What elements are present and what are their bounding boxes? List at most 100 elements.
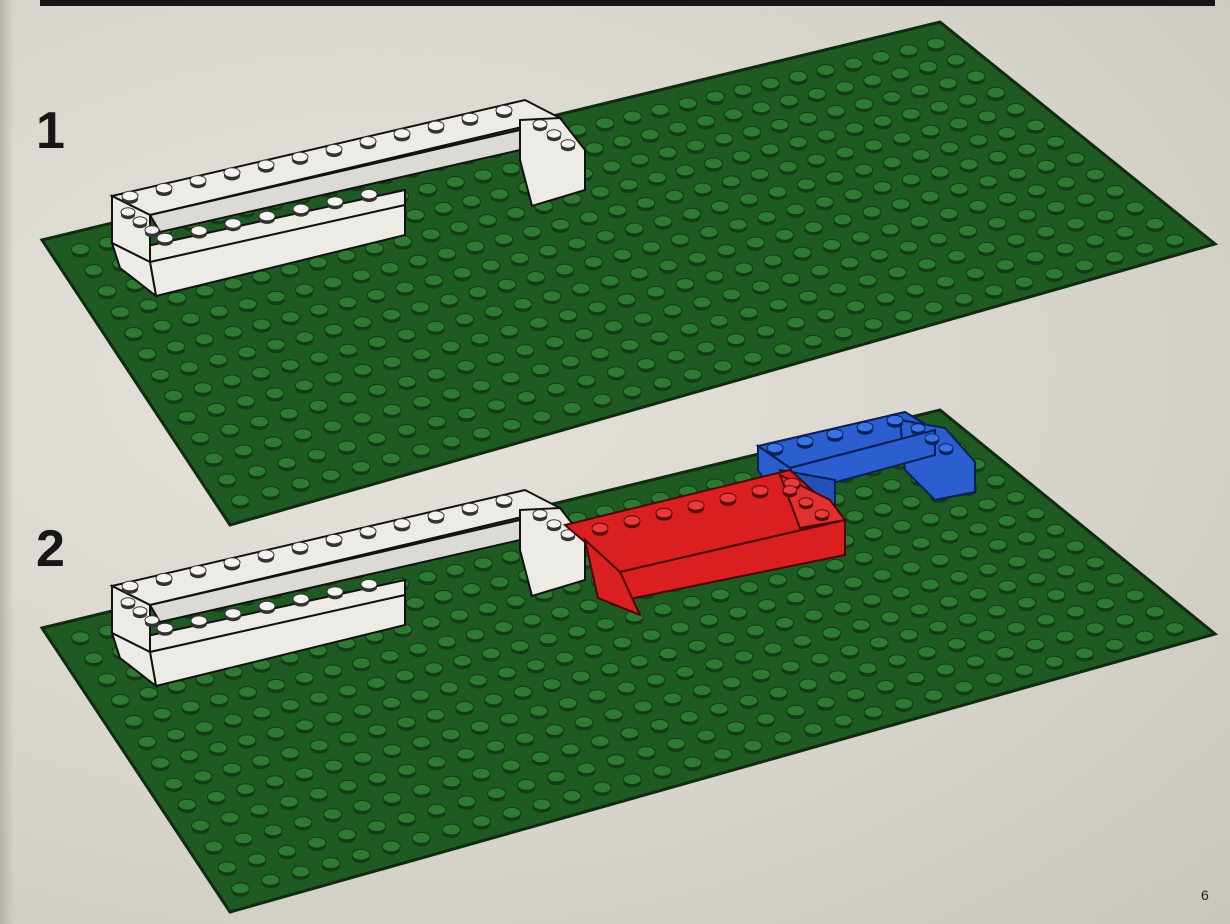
stud	[1116, 615, 1134, 626]
stud	[539, 633, 557, 644]
page-number: 6	[1201, 887, 1209, 903]
stud	[769, 574, 787, 585]
stud	[224, 558, 240, 568]
stud	[873, 569, 891, 580]
stud	[450, 610, 468, 621]
stud	[71, 632, 89, 643]
stud	[912, 537, 930, 548]
stud	[735, 651, 753, 662]
stud	[572, 671, 590, 682]
stud	[864, 707, 882, 718]
stud	[804, 723, 822, 734]
stud	[1028, 573, 1046, 584]
stud	[1007, 492, 1025, 503]
stud	[138, 736, 156, 747]
stud	[902, 496, 920, 507]
stud	[422, 617, 440, 628]
stud	[267, 679, 285, 690]
stud	[339, 780, 357, 791]
stud	[857, 422, 873, 432]
stud	[1146, 606, 1164, 617]
stud	[847, 689, 865, 700]
stud	[966, 656, 984, 667]
stud	[895, 698, 913, 709]
stud	[787, 592, 805, 603]
stud	[547, 520, 561, 528]
stud	[592, 523, 608, 533]
stud	[941, 530, 959, 541]
stud	[507, 596, 525, 607]
stud	[1086, 623, 1104, 634]
stud	[485, 694, 503, 705]
stud	[591, 736, 609, 747]
stud	[502, 551, 520, 562]
stud	[325, 712, 343, 723]
stud	[498, 667, 516, 678]
stud	[874, 504, 892, 515]
stud	[533, 510, 547, 518]
stud	[210, 694, 228, 705]
stud	[764, 643, 782, 654]
stud	[561, 744, 579, 755]
stud	[805, 610, 823, 621]
stud	[156, 573, 172, 583]
stud	[921, 513, 939, 524]
stud	[844, 577, 862, 588]
stud	[195, 722, 213, 733]
stud	[637, 746, 655, 757]
stud	[262, 875, 280, 886]
stud	[231, 883, 249, 894]
stud	[322, 858, 340, 869]
stud	[931, 554, 949, 565]
stud	[237, 784, 255, 795]
stud	[495, 622, 513, 633]
stud	[787, 705, 805, 716]
stud	[688, 640, 706, 651]
stud	[827, 429, 843, 439]
stud	[360, 527, 376, 537]
stud	[1007, 622, 1025, 633]
stud	[1106, 639, 1124, 650]
stud	[834, 602, 852, 613]
stud	[700, 615, 718, 626]
stud	[817, 697, 835, 708]
stud	[472, 768, 490, 779]
stud	[207, 791, 225, 802]
stud	[221, 812, 239, 823]
stud	[577, 763, 595, 774]
stud	[125, 715, 143, 726]
stud	[479, 603, 497, 614]
stud	[412, 737, 430, 748]
stud	[532, 752, 550, 763]
stud	[411, 690, 429, 701]
stud	[446, 565, 464, 576]
stud	[740, 695, 758, 706]
stud	[799, 498, 813, 506]
stud	[559, 698, 577, 709]
stud	[940, 596, 958, 607]
stud	[978, 499, 996, 510]
stud	[929, 621, 947, 632]
stud	[601, 663, 619, 674]
stud	[438, 636, 456, 647]
stud	[710, 703, 728, 714]
stud	[826, 560, 844, 571]
stud	[235, 833, 253, 844]
stud	[1018, 597, 1036, 608]
stud	[167, 729, 185, 740]
stud	[425, 663, 443, 674]
stud	[752, 486, 768, 496]
stud	[397, 717, 415, 728]
stud	[523, 614, 541, 625]
stud	[1037, 548, 1055, 559]
stud	[354, 705, 372, 716]
stud	[1136, 631, 1154, 642]
stud	[338, 829, 356, 840]
stud	[487, 741, 505, 752]
stud	[774, 732, 792, 743]
stud	[950, 506, 968, 517]
stud	[281, 700, 299, 711]
stud	[797, 436, 813, 446]
